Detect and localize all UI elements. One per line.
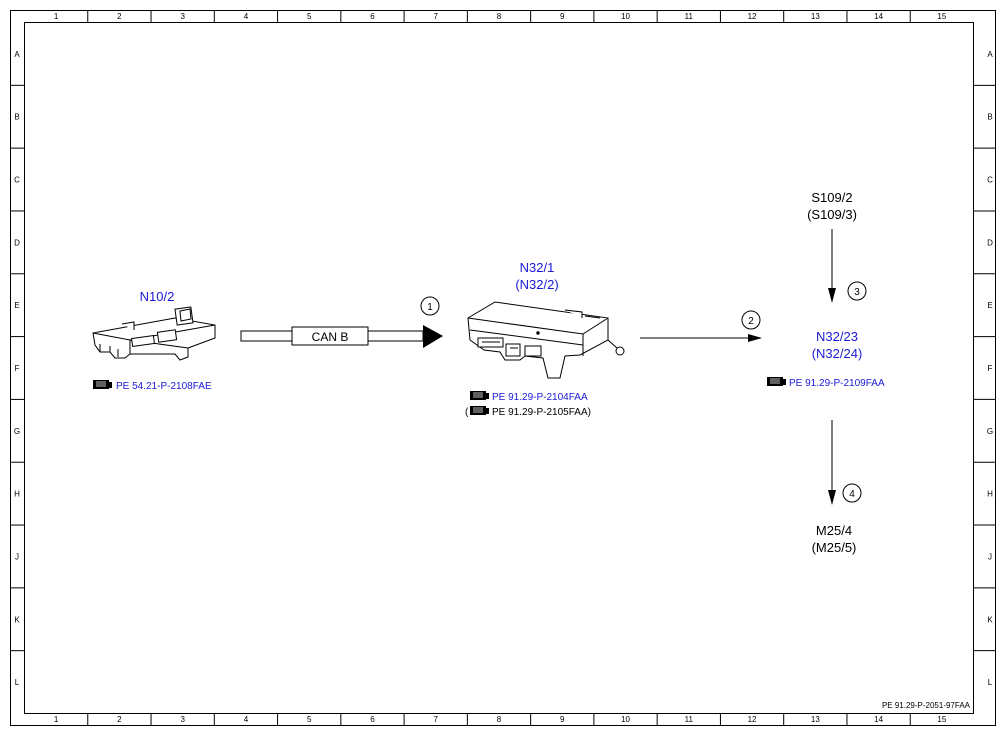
grid-row-label: B bbox=[987, 113, 992, 122]
n32-23-ref[interactable]: PE 91.29-P-2109FAA bbox=[767, 377, 885, 389]
grid-column-label: 3 bbox=[180, 12, 185, 21]
marker-2-circle bbox=[741, 310, 761, 330]
grid-row-label: D bbox=[14, 238, 20, 247]
grid-row-label: A bbox=[14, 50, 20, 59]
grid-column-label: 12 bbox=[748, 12, 757, 21]
grid-column-label: 8 bbox=[497, 12, 502, 21]
grid-column-label: 13 bbox=[811, 715, 820, 724]
hand-pointer-icon bbox=[470, 406, 489, 415]
m25-4-label: M25/4 bbox=[816, 523, 852, 538]
n32-1-label-alt: (N32/2) bbox=[515, 277, 558, 292]
signal-arrow-3 bbox=[828, 229, 836, 303]
grid-labels: 1122334455667788991010111112121313141415… bbox=[14, 12, 993, 724]
grid-column-label: 10 bbox=[621, 12, 630, 21]
hand-pointer-icon bbox=[93, 380, 112, 389]
grid-row-label: F bbox=[15, 364, 20, 373]
grid-row-label: L bbox=[15, 678, 20, 687]
s109-2-label: S109/2 bbox=[811, 190, 852, 205]
n10-2-label: N10/2 bbox=[140, 289, 175, 304]
grid-row-label: K bbox=[987, 615, 993, 624]
grid-column-label: 1 bbox=[54, 715, 59, 724]
grid-row-label: E bbox=[987, 301, 992, 310]
grid-row-label: B bbox=[14, 113, 19, 122]
grid-column-label: 4 bbox=[244, 715, 249, 724]
can-b-bus-arrow bbox=[240, 325, 443, 348]
grid-column-label: 11 bbox=[685, 12, 694, 21]
n32-23-ref-text[interactable]: PE 91.29-P-2109FAA bbox=[789, 378, 885, 389]
n32-2-ref-open-paren: ( bbox=[465, 407, 469, 418]
grid-column-label: 12 bbox=[748, 715, 757, 724]
grid-marks bbox=[10, 10, 996, 726]
grid-column-label: 14 bbox=[874, 715, 883, 724]
marker-3-label: 3 bbox=[854, 287, 860, 298]
grid-column-label: 7 bbox=[434, 715, 439, 724]
n32-23-label: N32/23 bbox=[816, 329, 858, 344]
grid-column-label: 6 bbox=[370, 715, 375, 724]
n32-1-label: N32/1 bbox=[520, 260, 555, 275]
grid-row-label: C bbox=[14, 176, 20, 185]
grid-column-label: 9 bbox=[560, 715, 565, 724]
n10-2-ref[interactable]: PE 54.21-P-2108FAE bbox=[93, 380, 212, 392]
grid-row-label: J bbox=[15, 552, 19, 561]
hand-pointer-icon bbox=[767, 377, 786, 386]
inner-frame bbox=[24, 22, 974, 714]
grid-column-label: 2 bbox=[117, 715, 122, 724]
n32-1-ref-text[interactable]: PE 91.29-P-2104FAA bbox=[492, 392, 588, 403]
grid-column-label: 9 bbox=[560, 12, 565, 21]
grid-column-label: 6 bbox=[370, 12, 375, 21]
marker-1-label: 1 bbox=[427, 302, 433, 313]
grid-row-label: H bbox=[987, 490, 993, 499]
document-reference: PE 91.29-P-2051-97FAA bbox=[882, 701, 971, 710]
grid-row-label: C bbox=[987, 176, 993, 185]
s109-2-label-alt: (S109/3) bbox=[807, 207, 857, 222]
grid-row-label: L bbox=[988, 678, 993, 687]
marker-3-circle bbox=[847, 281, 867, 301]
n32-2-ref-text[interactable]: PE 91.29-P-2105FAA) bbox=[492, 407, 591, 418]
grid-column-label: 14 bbox=[874, 12, 883, 21]
grid-column-label: 15 bbox=[937, 12, 946, 21]
grid-column-label: 3 bbox=[180, 715, 185, 724]
grid-column-label: 2 bbox=[117, 12, 122, 21]
marker-4-circle bbox=[842, 483, 862, 503]
grid-column-label: 5 bbox=[307, 715, 312, 724]
grid-column-label: 8 bbox=[497, 715, 502, 724]
marker-4-label: 4 bbox=[849, 489, 855, 500]
n32-2-ref[interactable]: ( PE 91.29-P-2105FAA) bbox=[465, 406, 591, 418]
grid-column-label: 1 bbox=[54, 12, 59, 21]
n32-1-module-icon bbox=[467, 301, 625, 379]
marker-2-label: 2 bbox=[748, 316, 754, 327]
grid-column-label: 7 bbox=[434, 12, 439, 21]
m25-4-label-alt: (M25/5) bbox=[812, 540, 857, 555]
n32-1-ref[interactable]: PE 91.29-P-2104FAA bbox=[470, 391, 588, 403]
signal-arrow-4 bbox=[828, 420, 836, 505]
grid-row-label: K bbox=[14, 615, 20, 624]
grid-column-label: 13 bbox=[811, 12, 820, 21]
n10-2-module-icon bbox=[92, 306, 216, 361]
grid-row-label: H bbox=[14, 490, 20, 499]
grid-row-label: A bbox=[987, 50, 993, 59]
n32-23-label-alt: (N32/24) bbox=[812, 346, 863, 361]
outer-frame bbox=[10, 10, 996, 726]
grid-row-label: G bbox=[14, 427, 20, 436]
grid-row-label: D bbox=[987, 238, 993, 247]
grid-column-label: 5 bbox=[307, 12, 312, 21]
grid-row-label: E bbox=[14, 301, 19, 310]
grid-row-label: G bbox=[987, 427, 993, 436]
n10-2-ref-text[interactable]: PE 54.21-P-2108FAE bbox=[116, 381, 212, 392]
grid-column-label: 11 bbox=[685, 715, 694, 724]
can-b-label: CAN B bbox=[312, 330, 349, 344]
grid-column-label: 10 bbox=[621, 715, 630, 724]
marker-1-circle bbox=[420, 296, 440, 316]
grid-row-label: J bbox=[988, 552, 992, 561]
grid-column-label: 15 bbox=[937, 715, 946, 724]
signal-arrow-2 bbox=[640, 334, 762, 342]
grid-row-label: F bbox=[988, 364, 993, 373]
grid-column-label: 4 bbox=[244, 12, 249, 21]
hand-pointer-icon bbox=[470, 391, 489, 400]
